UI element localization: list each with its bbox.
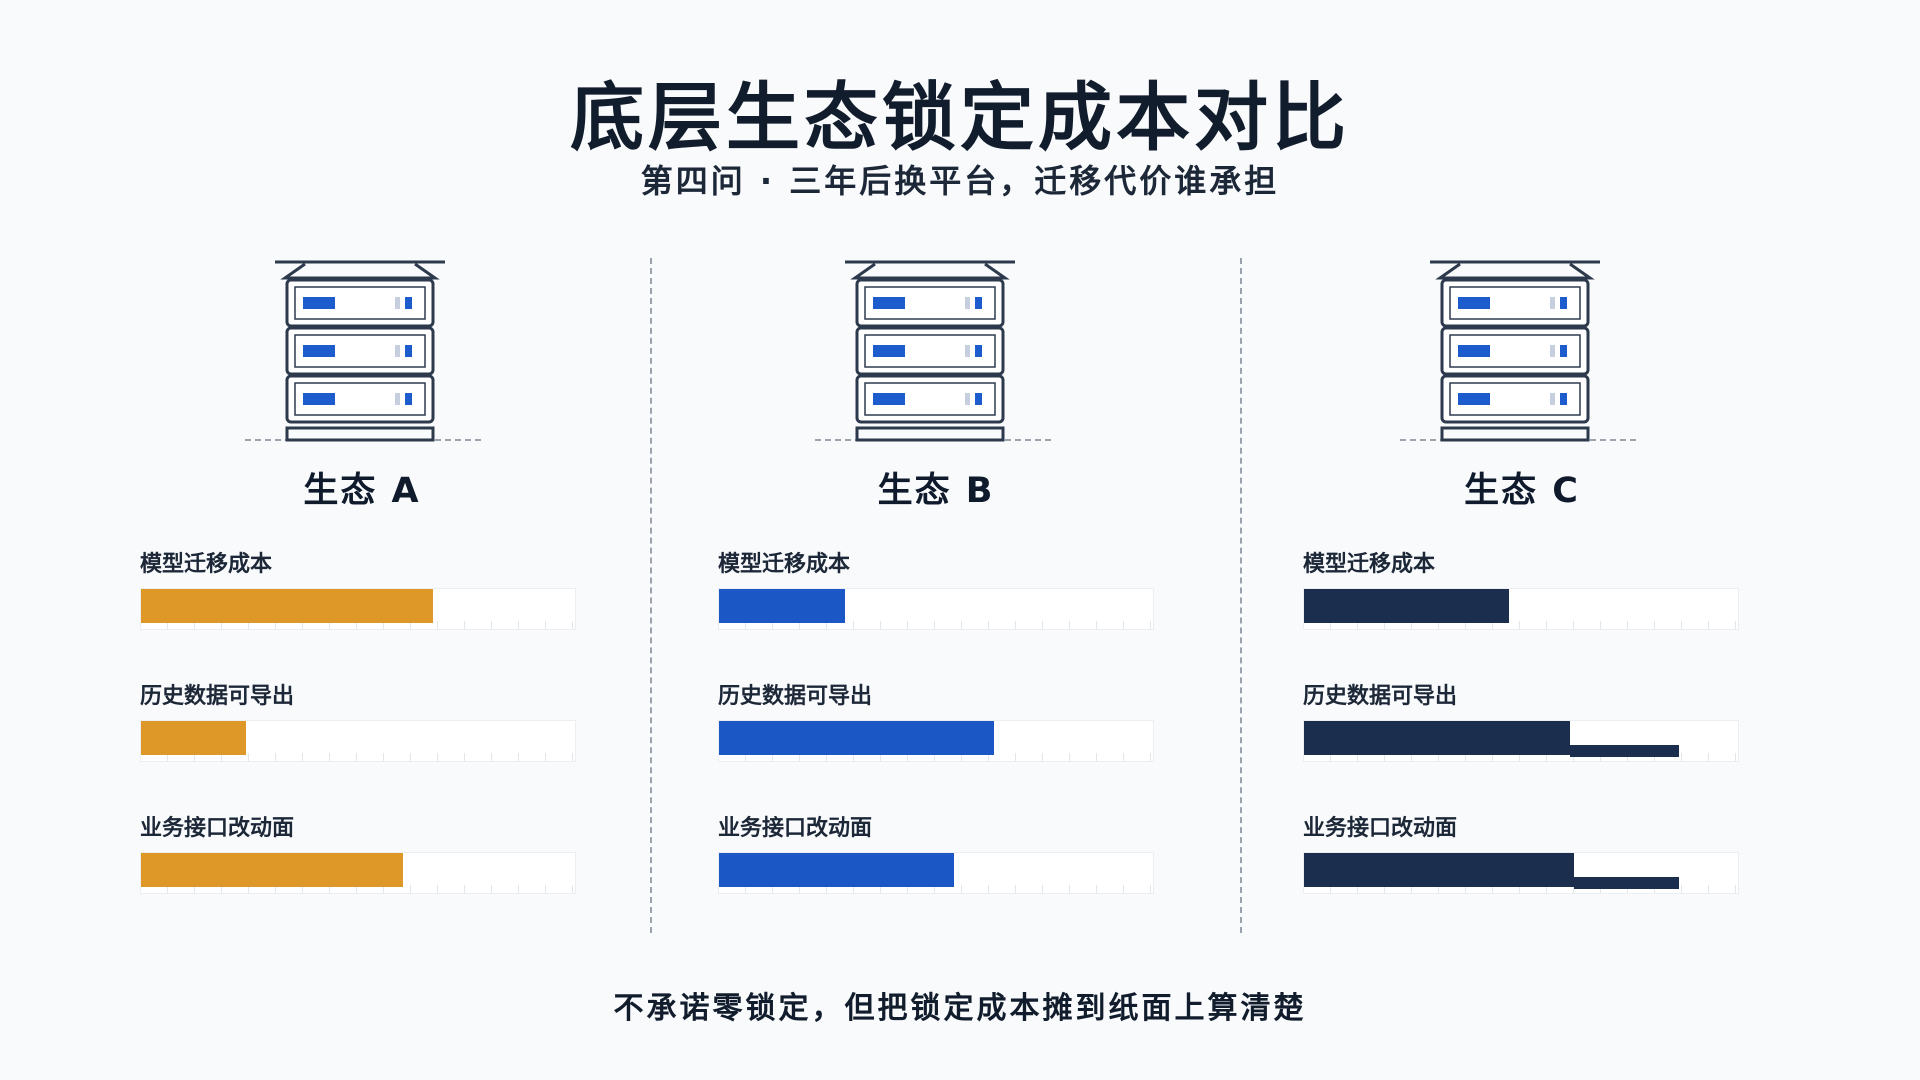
ecosystem-column-2: 生态 B 模型迁移成本历史数据可导出业务接口改动面	[718, 250, 1178, 900]
page-subtitle: 第四问 · 三年后换平台，迁移代价谁承担	[640, 162, 1280, 200]
category-label: 历史数据可导出	[140, 684, 295, 709]
server-rack-icon	[815, 250, 1055, 445]
bar-extension	[1574, 877, 1679, 889]
bar	[141, 853, 403, 887]
legend-label: 生态 B	[877, 471, 995, 511]
server-rack-icon	[245, 250, 485, 445]
legend-label: 生态 C	[1464, 471, 1580, 511]
category-label: 业务接口改动面	[718, 816, 873, 841]
column-divider-2	[1240, 258, 1242, 933]
category-label: 业务接口改动面	[140, 816, 295, 841]
bar	[1304, 721, 1570, 755]
category-label: 历史数据可导出	[1303, 684, 1458, 709]
bar-track	[140, 720, 576, 762]
footer-note: 不承诺零锁定，但把锁定成本摊到纸面上算清楚	[613, 991, 1307, 1026]
bar-track	[718, 852, 1154, 894]
bar-track	[718, 588, 1154, 630]
bar-track	[1303, 852, 1739, 894]
category-label: 业务接口改动面	[1303, 816, 1458, 841]
bar-track	[718, 720, 1154, 762]
bar-track	[1303, 720, 1739, 762]
ecosystem-column-1: 生态 A 模型迁移成本历史数据可导出业务接口改动面	[140, 250, 600, 900]
bar-extension	[1570, 745, 1679, 757]
category-label: 历史数据可导出	[718, 684, 873, 709]
bar	[141, 721, 246, 755]
column-divider-1	[650, 258, 652, 933]
server-rack-icon	[1400, 250, 1640, 445]
bar-track	[140, 588, 576, 630]
bar	[719, 721, 994, 755]
category-label: 模型迁移成本	[1303, 552, 1436, 577]
bar-track	[140, 852, 576, 894]
legend-label: 生态 A	[303, 471, 421, 511]
bar	[1304, 853, 1574, 887]
category-label: 模型迁移成本	[140, 552, 273, 577]
bar	[141, 589, 433, 623]
bar-track	[1303, 588, 1739, 630]
bar	[719, 589, 845, 623]
bar	[1304, 589, 1509, 623]
category-label: 模型迁移成本	[718, 552, 851, 577]
ecosystem-column-3: 生态 C 模型迁移成本历史数据可导出业务接口改动面	[1303, 250, 1763, 900]
bar	[719, 853, 954, 887]
page-title: 底层生态锁定成本对比	[570, 75, 1350, 161]
